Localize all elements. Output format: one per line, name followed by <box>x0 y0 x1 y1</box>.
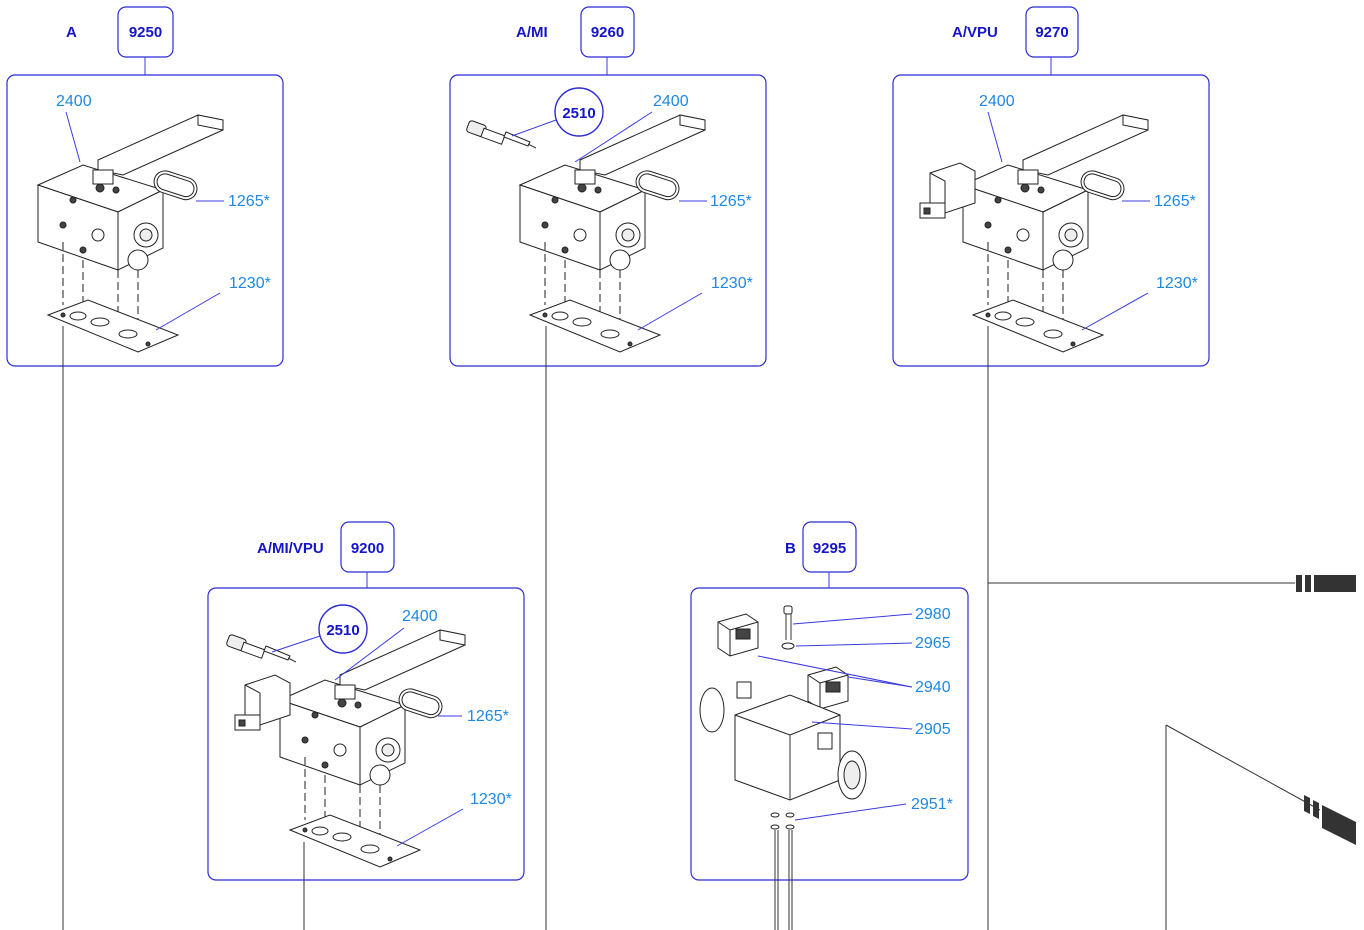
part-number-2940[interactable]: 2940 <box>915 679 951 696</box>
part-number-2951[interactable]: 2951* <box>911 796 953 813</box>
callout-circle[interactable] <box>554 87 604 137</box>
assembly-frame <box>690 587 969 881</box>
part-number-2400[interactable]: 2400 <box>402 608 438 625</box>
part-number-1265[interactable]: 1265* <box>228 193 270 210</box>
connector-lines <box>62 326 1321 930</box>
part-number-1230[interactable]: 1230* <box>229 275 271 292</box>
part-number-2400[interactable]: 2400 <box>979 93 1015 110</box>
assembly-frame <box>207 587 525 881</box>
variant-label: A/MI <box>516 24 548 41</box>
assembly-frame <box>892 74 1210 367</box>
part-number-2510[interactable]: 2510 <box>562 105 595 122</box>
assembly-9295: B 9295 2980 2965 2940 2905 <box>690 521 969 881</box>
kit-number[interactable]: 9250 <box>129 24 162 41</box>
part-number-2510[interactable]: 2510 <box>326 622 359 639</box>
kit-number[interactable]: 9200 <box>351 540 384 557</box>
part-number-2965[interactable]: 2965 <box>915 635 951 652</box>
variant-label: A/VPU <box>952 24 998 41</box>
part-number-1265[interactable]: 1265* <box>710 193 752 210</box>
kit-number[interactable]: 9270 <box>1035 24 1068 41</box>
variant-label: A <box>66 24 77 41</box>
part-number-1230[interactable]: 1230* <box>470 791 512 808</box>
assembly-frame <box>6 74 284 367</box>
part-number-1265[interactable]: 1265* <box>467 708 509 725</box>
kit-number[interactable]: 9295 <box>813 540 846 557</box>
part-number-2400[interactable]: 2400 <box>56 93 92 110</box>
kit-number-box[interactable] <box>1025 6 1079 58</box>
assembly-9200: A/MI/VPU 9200 2510 2400 1265* 1230* <box>207 521 525 881</box>
part-number-1230[interactable]: 1230* <box>1156 275 1198 292</box>
kit-number[interactable]: 9260 <box>591 24 624 41</box>
assembly-frame <box>449 74 767 367</box>
part-number-1230[interactable]: 1230* <box>711 275 753 292</box>
part-number-2400[interactable]: 2400 <box>653 93 689 110</box>
assembly-9270: A/VPU 9270 2400 1265* 1230* <box>892 6 1210 367</box>
assembly-9250: A 9250 2400 1265* 1230* <box>6 6 284 367</box>
variant-label: B <box>785 540 796 557</box>
pipe-stub-lower <box>1304 795 1356 845</box>
assembly-9260: A/MI 9260 2510 2400 1265* 1230* <box>449 6 767 367</box>
pipe-stub-upper <box>1296 575 1356 592</box>
part-number-1265[interactable]: 1265* <box>1154 193 1196 210</box>
variant-label: A/MI/VPU <box>257 540 324 557</box>
callout-circle[interactable] <box>318 604 368 654</box>
part-number-2905[interactable]: 2905 <box>915 721 951 738</box>
part-number-2980[interactable]: 2980 <box>915 606 951 623</box>
